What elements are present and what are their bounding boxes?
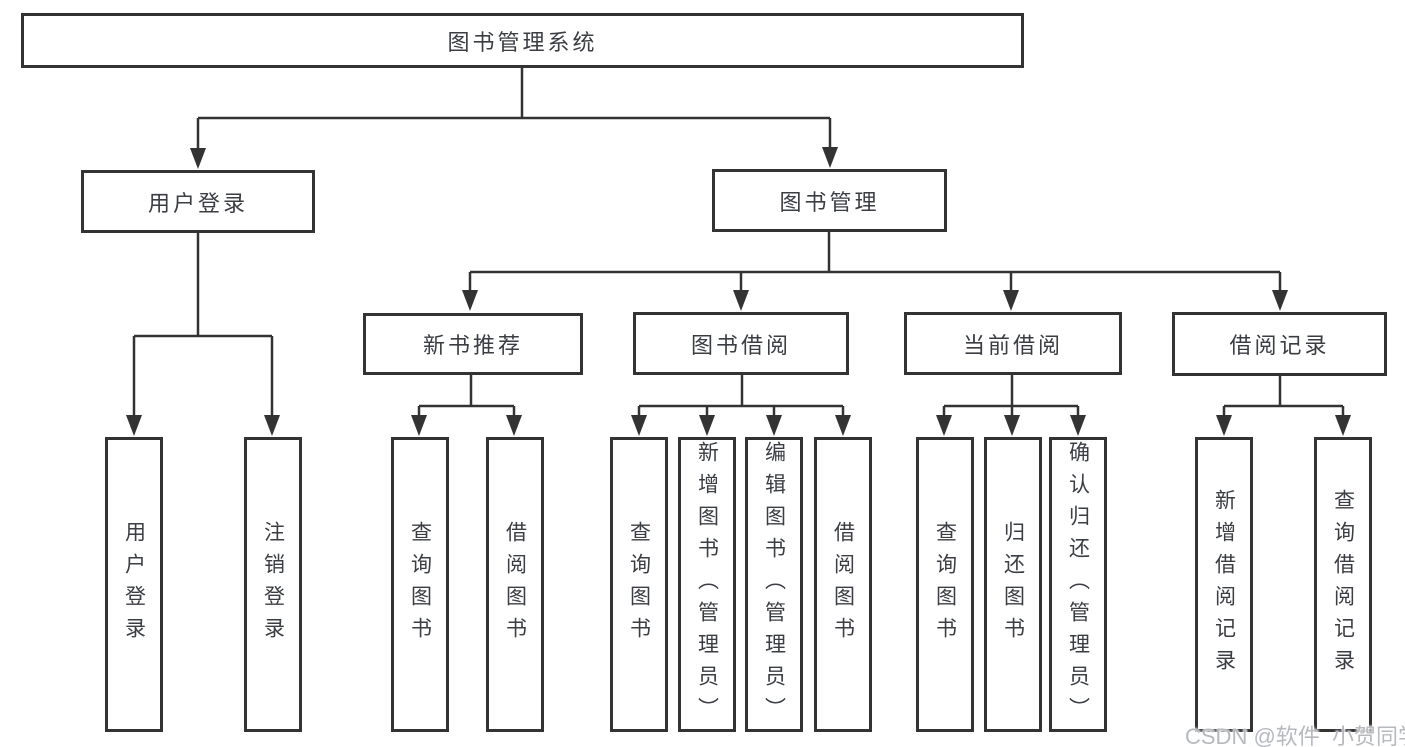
leaf-recommend-borrow-books: 借阅图书 (486, 437, 544, 732)
node-book-management-label: 图书管理 (779, 189, 880, 215)
node-book-borrow: 图书借阅 (633, 312, 849, 375)
leaf-current-confirm-return-admin: 确认归还（管理员） (1049, 437, 1107, 732)
connector-root-split (196, 68, 832, 150)
node-current-borrow-label: 当前借阅 (962, 332, 1063, 358)
connector-user-login-split (132, 233, 274, 417)
leaf-recommend-borrow-books-label: 借阅图书 (503, 520, 527, 649)
node-root: 图书管理系统 (21, 13, 1024, 68)
node-user-login-label: 用户登录 (147, 190, 248, 216)
connector-book-borrow-split (637, 375, 845, 417)
leaf-current-query-books: 查询图书 (916, 437, 974, 732)
leaf-current-return-books-label: 归还图书 (1001, 520, 1025, 649)
leaf-records-add-record-label: 新增借阅记录 (1212, 488, 1236, 681)
node-root-label: 图书管理系统 (447, 29, 598, 55)
leaf-borrow-edit-books-admin-label: 编辑图书（管理员） (762, 440, 786, 729)
node-current-borrow: 当前借阅 (904, 312, 1122, 375)
leaf-borrow-borrow-books: 借阅图书 (814, 437, 872, 732)
node-book-borrow-label: 图书借阅 (690, 332, 791, 358)
leaf-user-login: 用户登录 (105, 437, 163, 732)
connector-new-book-recommend-split (417, 375, 516, 417)
leaf-user-login-label: 用户登录 (122, 520, 146, 649)
leaf-current-return-books: 归还图书 (984, 437, 1042, 732)
leaf-borrow-borrow-books-label: 借阅图书 (831, 520, 855, 649)
leaf-borrow-add-books-admin-label: 新增图书（管理员） (695, 440, 719, 729)
leaf-recommend-query-books: 查询图书 (391, 437, 449, 732)
leaf-logout-label: 注销登录 (261, 520, 285, 649)
arrowheads (126, 147, 1351, 436)
node-book-management: 图书管理 (712, 169, 947, 232)
leaf-logout: 注销登录 (244, 437, 302, 732)
node-new-book-recommend: 新书推荐 (363, 313, 583, 375)
connector-current-borrow-split (942, 375, 1080, 417)
leaf-current-confirm-return-admin-label: 确认归还（管理员） (1066, 440, 1090, 729)
node-new-book-recommend-label: 新书推荐 (422, 333, 523, 358)
leaf-current-query-books-label: 查询图书 (933, 520, 957, 649)
leaf-records-add-record: 新增借阅记录 (1195, 437, 1253, 732)
leaf-records-query-record: 查询借阅记录 (1314, 437, 1372, 732)
connector-borrow-records-split (1222, 376, 1345, 417)
leaf-borrow-query-books: 查询图书 (610, 437, 668, 732)
leaf-recommend-query-books-label: 查询图书 (408, 520, 432, 649)
leaf-borrow-add-books-admin: 新增图书（管理员） (678, 437, 736, 732)
node-borrow-records: 借阅记录 (1172, 312, 1387, 376)
node-user-login: 用户登录 (81, 170, 315, 233)
leaf-records-query-record-label: 查询借阅记录 (1331, 488, 1355, 681)
connector-book-management-split (468, 232, 1282, 292)
csdn-watermark: CSDN @软件_小贺同学 (1185, 724, 1405, 747)
leaf-borrow-query-books-label: 查询图书 (627, 520, 651, 649)
node-borrow-records-label: 借阅记录 (1229, 333, 1330, 358)
leaf-borrow-edit-books-admin: 编辑图书（管理员） (745, 437, 803, 732)
